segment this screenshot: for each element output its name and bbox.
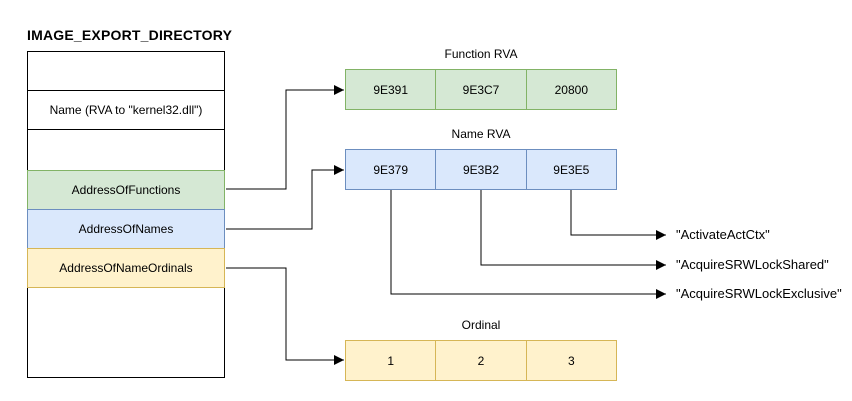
- struct-row-label: AddressOfFunctions: [71, 183, 181, 197]
- name-rva-cell: 9E3E5: [525, 149, 617, 190]
- image-export-directory-table: Name (RVA to "kernel32.dll") AddressOfFu…: [27, 51, 225, 378]
- ordinal-table: 1 2 3: [345, 340, 617, 381]
- struct-row-addressoffunctions: AddressOfFunctions: [27, 170, 225, 210]
- struct-row-label: Name (RVA to "kernel32.dll"): [49, 103, 203, 117]
- name-rva-cell: 9E3B2: [435, 149, 527, 190]
- struct-row-name: Name (RVA to "kernel32.dll"): [28, 91, 224, 130]
- struct-row-label: AddressOfNameOrdinals: [59, 261, 193, 275]
- ordinal-cell: 3: [525, 340, 617, 381]
- ordinal-cell: 1: [345, 340, 437, 381]
- name-rva-table: 9E379 9E3B2 9E3E5: [345, 149, 617, 190]
- arrow-addressofnameordinals-to-ordinal: [226, 267, 344, 365]
- arrow-addressoffunctions-to-function-rva: [226, 85, 344, 190]
- ordinal-title: Ordinal: [461, 318, 501, 332]
- struct-row-empty-2: [28, 130, 224, 170]
- arrow-namerva3-to-activateactctx: [570, 190, 666, 240]
- export-name-acquiresrwlockexclusive: "AcquireSRWLockExclusive": [676, 286, 842, 301]
- function-rva-cell: 9E3C7: [435, 69, 527, 110]
- export-name-activateactctx: "ActivateActCtx": [676, 227, 770, 242]
- name-rva-cell: 9E379: [345, 149, 437, 190]
- diagram-title: IMAGE_EXPORT_DIRECTORY: [27, 27, 233, 43]
- function-rva-title: Function RVA: [444, 47, 518, 61]
- export-name-acquiresrwlockshared: "AcquireSRWLockShared": [676, 257, 829, 272]
- arrow-namerva2-to-acquiresrwlockshared: [480, 190, 666, 270]
- struct-row-label: AddressOfNames: [78, 222, 174, 236]
- struct-row-addressofnameordinals: AddressOfNameOrdinals: [27, 248, 225, 288]
- struct-row-empty-1: [28, 52, 224, 91]
- function-rva-cell: 20800: [525, 69, 617, 110]
- function-rva-cell: 9E391: [345, 69, 437, 110]
- name-rva-title: Name RVA: [451, 127, 511, 141]
- struct-row-addressofnames: AddressOfNames: [27, 209, 225, 249]
- arrow-namerva1-to-acquiresrwlockexclusive: [390, 190, 666, 299]
- ordinal-cell: 2: [435, 340, 527, 381]
- struct-row-empty-3: [28, 288, 224, 377]
- function-rva-table: 9E391 9E3C7 20800: [345, 69, 617, 110]
- arrow-addressofnames-to-name-rva: [226, 165, 344, 230]
